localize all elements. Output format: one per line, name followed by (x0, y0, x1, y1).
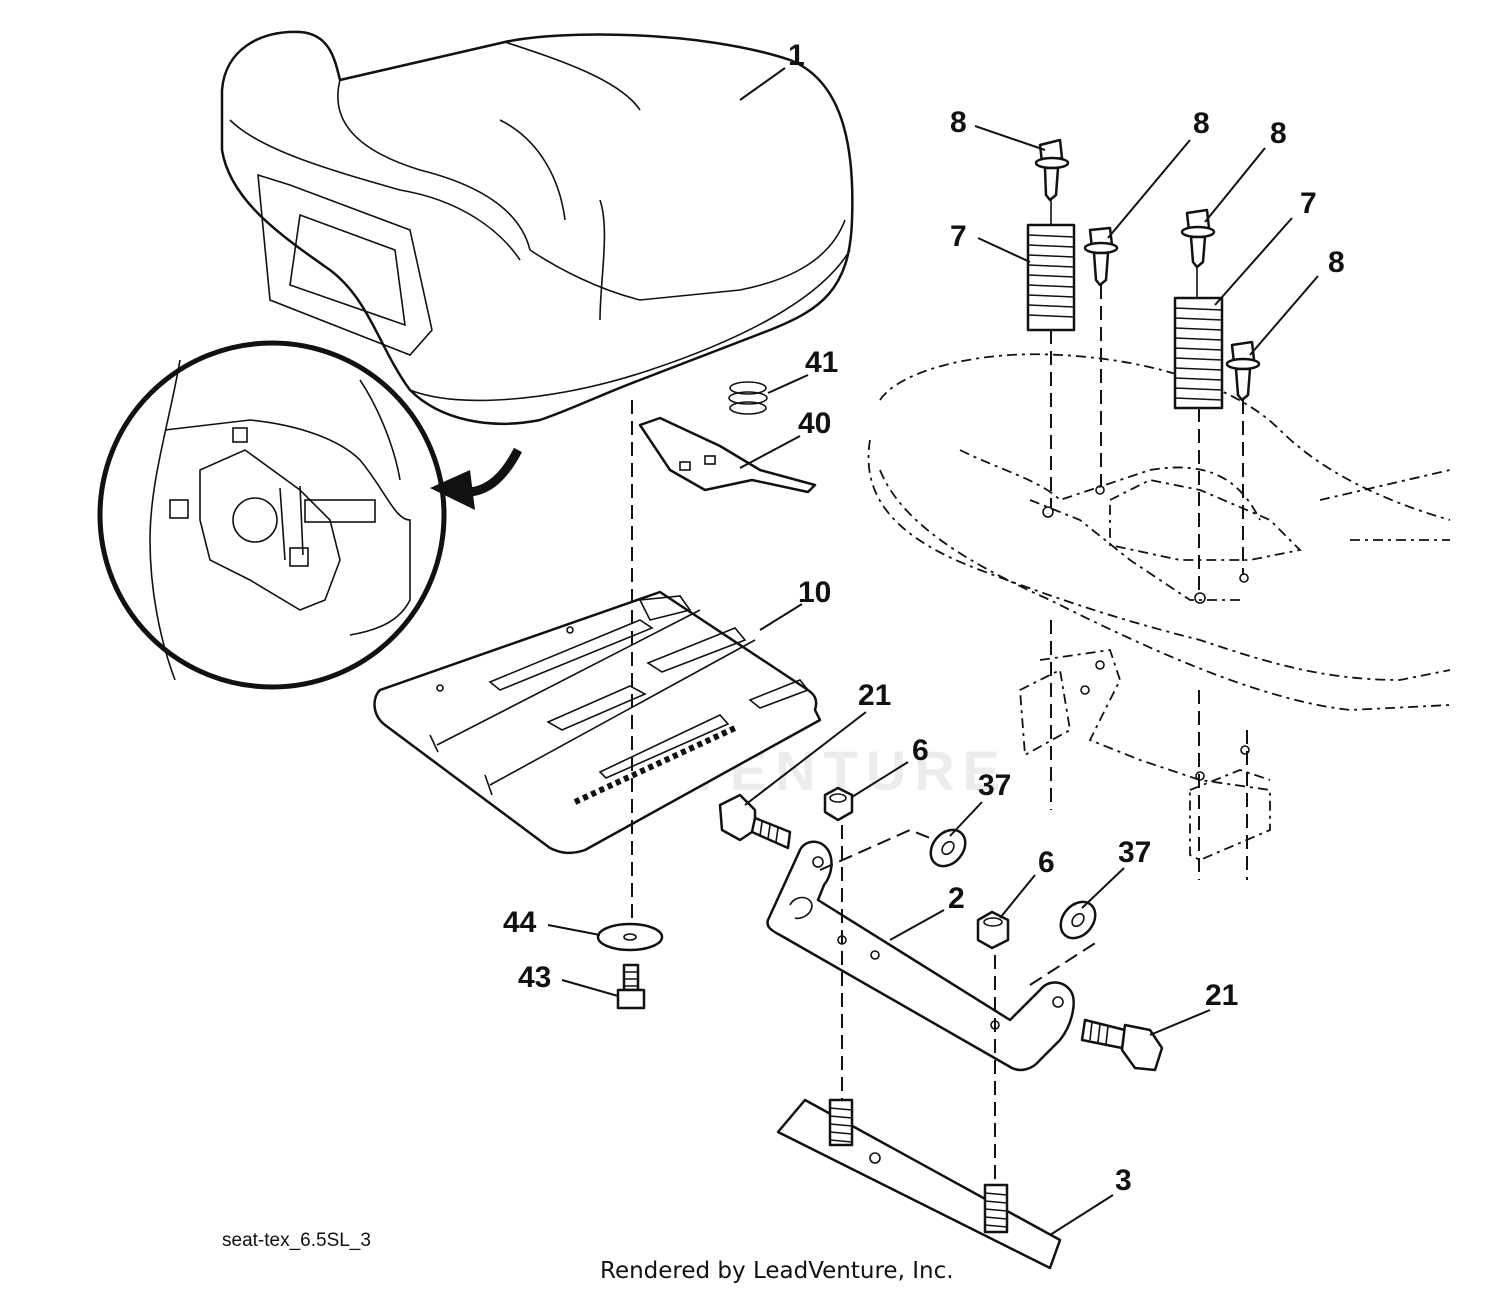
shoulder-bolt-21-b (1080, 1018, 1164, 1072)
seat (220, 30, 854, 425)
rendered-by-credit: Rendered by LeadVenture, Inc. (600, 1258, 954, 1284)
bolt-8-c (1180, 208, 1216, 269)
washer-37-a (929, 828, 967, 868)
nut-6-b (976, 910, 1010, 950)
base-plate (776, 1098, 1062, 1270)
bolt-8-d (1225, 340, 1261, 402)
callout-7-a: 7 (950, 220, 967, 253)
diagram-code: seat-tex_6.5SL_3 (222, 1230, 371, 1251)
nut-6-a (823, 786, 854, 822)
leader-lines (547, 67, 1319, 1236)
callout-44: 44 (503, 906, 537, 939)
callout-21-b: 21 (1205, 979, 1238, 1012)
callout-10: 10 (798, 576, 831, 609)
callout-8-c: 8 (1270, 117, 1287, 150)
callout-41: 41 (805, 346, 838, 379)
callout-1: 1 (788, 39, 805, 72)
callout-43: 43 (518, 961, 551, 994)
spring-41 (728, 381, 768, 415)
pivot-bracket (766, 840, 1075, 1072)
callout-40: 40 (798, 407, 831, 440)
bolt-8-b (1083, 226, 1119, 287)
callout-6-a: 6 (912, 734, 929, 767)
callout-21-a: 21 (858, 679, 891, 712)
callout-7-b: 7 (1300, 187, 1317, 220)
washer-37-b (1059, 900, 1097, 940)
screw-43 (616, 963, 646, 1010)
callout-2: 2 (948, 882, 965, 915)
spring-7-b (1173, 296, 1224, 410)
callout-37-b: 37 (1118, 836, 1151, 869)
callout-6-b: 6 (1038, 846, 1055, 879)
callout-8-b: 8 (1193, 107, 1210, 140)
detail-inset (97, 340, 447, 690)
nut-line-b (1029, 939, 1101, 986)
callout-8-d: 8 (1328, 246, 1345, 279)
bolt-8-a (1034, 138, 1070, 202)
spring-7-a (1026, 223, 1076, 332)
clip-40 (638, 416, 817, 494)
washer-44 (596, 922, 664, 952)
callout-37-a: 37 (978, 769, 1011, 802)
detail-arrow (430, 447, 522, 510)
callout-3: 3 (1115, 1164, 1132, 1197)
alignment-lines (1050, 200, 1248, 880)
seat-pan (373, 590, 822, 855)
shoulder-bolt-21-a (718, 793, 792, 850)
callout-8-a: 8 (950, 106, 967, 139)
nut-line-a (819, 828, 936, 871)
